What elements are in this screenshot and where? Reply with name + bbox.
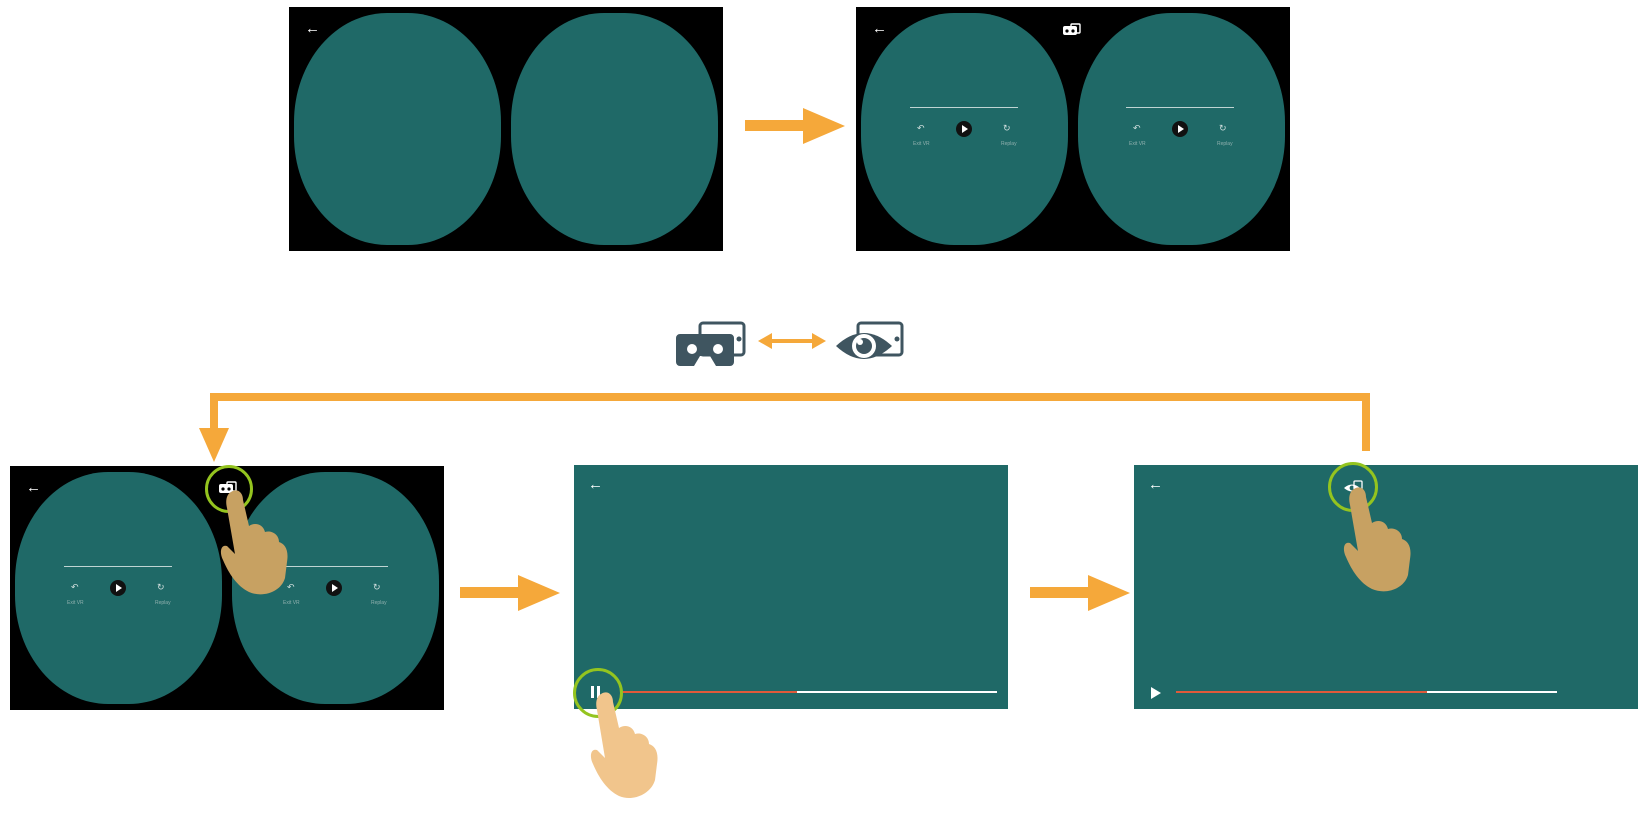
exit-vr-label: Exit VR: [283, 600, 300, 606]
back-arrow-icon[interactable]: ←: [1148, 477, 1163, 492]
play-icon[interactable]: [1150, 686, 1162, 700]
flow-arrow-right-3: [1030, 575, 1132, 611]
progress-line: [64, 566, 172, 567]
replay-label: Replay: [371, 600, 387, 606]
replay-icon[interactable]: ↻: [373, 583, 381, 592]
back-arrow-icon[interactable]: ←: [26, 480, 41, 495]
progress-line: [280, 566, 388, 567]
undo-icon[interactable]: ↶: [71, 583, 79, 592]
exit-vr-label: Exit VR: [67, 600, 84, 606]
back-arrow-icon[interactable]: ←: [588, 477, 603, 492]
pointing-hand-icon: [215, 488, 295, 598]
pointing-hand-icon: [585, 690, 665, 805]
flow-arrow-right-2: [460, 575, 562, 611]
play-button[interactable]: [326, 580, 342, 596]
replay-label: Replay: [155, 600, 171, 606]
pointing-hand-icon: [1338, 485, 1418, 595]
flat-screen-playing: ←: [574, 465, 1008, 709]
play-button[interactable]: [110, 580, 126, 596]
replay-icon[interactable]: ↻: [157, 583, 165, 592]
progress-played: [1176, 691, 1427, 693]
